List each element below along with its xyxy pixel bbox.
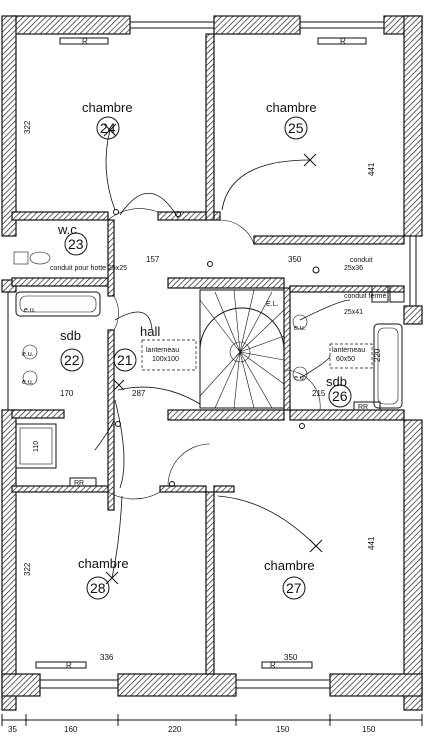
room-number: 24 xyxy=(100,120,116,136)
lanterneau-hall-label: lanterneau xyxy=(146,347,179,354)
room-number: 27 xyxy=(286,580,302,596)
conduit-ferme-note: conduit fermé xyxy=(344,293,387,300)
dimension-label: 215 xyxy=(312,389,326,398)
eu-label: e.u. xyxy=(22,379,34,386)
bottom-dimension: 220 xyxy=(168,725,182,734)
room-number: 22 xyxy=(64,352,80,368)
room-number: 21 xyxy=(117,352,133,368)
conduit-note: conduit xyxy=(350,257,373,264)
room-number: 25 xyxy=(288,120,304,136)
room-label: chambre xyxy=(266,100,317,115)
room-labels: chambre 24 chambre 25 w.c 23 sdb 22 hall… xyxy=(57,100,352,600)
bottom-dimension: 160 xyxy=(64,725,78,734)
room-chambre-27: chambre 27 xyxy=(264,558,315,600)
lanterneau-sdb-label: lanterneau xyxy=(332,347,365,354)
interior-walls xyxy=(11,33,405,675)
dimension-label: 441 xyxy=(367,162,376,176)
dimension-label: 336 xyxy=(100,653,114,662)
lanterneau-sdb-size: 60x50 xyxy=(336,356,355,363)
window-mark: R xyxy=(82,37,88,46)
room-number: 26 xyxy=(332,388,348,404)
dimension-label: 322 xyxy=(23,120,32,134)
outer-walls xyxy=(1,15,423,711)
conduit-ferme-size: 25x41 xyxy=(344,309,363,316)
staircase xyxy=(141,289,373,409)
window-mark: R xyxy=(270,661,276,670)
room-label: chambre xyxy=(264,558,315,573)
room-label: chambre xyxy=(82,100,133,115)
eu-label: e.u. xyxy=(24,307,36,314)
dimension-label: 287 xyxy=(132,389,146,398)
bottom-dimension: 150 xyxy=(276,725,290,734)
room-label: w.c xyxy=(57,222,77,237)
dimension-label: 157 xyxy=(146,255,160,264)
dimension-label: 350 xyxy=(284,653,298,662)
bottom-dimension: 150 xyxy=(362,725,376,734)
room-chambre-25: chambre 25 xyxy=(266,100,317,140)
eu-label: e.u. xyxy=(22,351,34,358)
electrical xyxy=(94,123,351,585)
window-marks: R R R R RR RR xyxy=(66,37,368,670)
room-hall-21: hall 21 xyxy=(113,324,160,372)
door-swings xyxy=(107,208,321,500)
windows xyxy=(7,21,417,689)
room-label: hall xyxy=(140,324,160,339)
dimension-label: 220 xyxy=(373,348,382,362)
fixtures xyxy=(13,251,405,469)
conduit-hotte-note: conduit pour hotte 25x25 xyxy=(50,265,127,272)
room-label: sdb xyxy=(60,328,81,343)
dimension-label: 350 xyxy=(288,255,302,264)
room-sdb-26: sdb 26 xyxy=(326,374,352,408)
dimension-label: 322 xyxy=(23,562,32,576)
room-label: sdb xyxy=(326,374,347,389)
dimension-label: 170 xyxy=(60,389,74,398)
dimension-label: 110 xyxy=(33,441,40,452)
window-mark: RR xyxy=(358,404,368,411)
room-chambre-28: chambre 28 xyxy=(78,556,129,600)
bottom-dimension: 35 xyxy=(8,725,17,734)
window-mark: R xyxy=(66,661,72,670)
room-number: 28 xyxy=(90,580,106,596)
conduit-size: 25x36 xyxy=(344,265,363,272)
dimensions: 322 441 157 350 170 287 220 215 110 322 … xyxy=(1,120,423,734)
room-wc-23: w.c 23 xyxy=(57,222,88,256)
room-number: 23 xyxy=(68,236,84,252)
window-mark: RR xyxy=(74,480,84,487)
room-chambre-24: chambre 24 xyxy=(82,100,133,140)
el-label: E.L. xyxy=(266,301,279,308)
annotations: lanterneau 100x100 lanterneau 60x50 cond… xyxy=(22,257,387,386)
lanterneau-hall-size: 100x100 xyxy=(152,356,179,363)
room-sdb-22: sdb 22 xyxy=(60,328,84,372)
eu-label: e.u. xyxy=(294,325,306,332)
eu-label: e.u. xyxy=(294,375,306,382)
window-mark: R xyxy=(340,37,346,46)
dimension-label: 441 xyxy=(367,536,376,550)
room-label: chambre xyxy=(78,556,129,571)
